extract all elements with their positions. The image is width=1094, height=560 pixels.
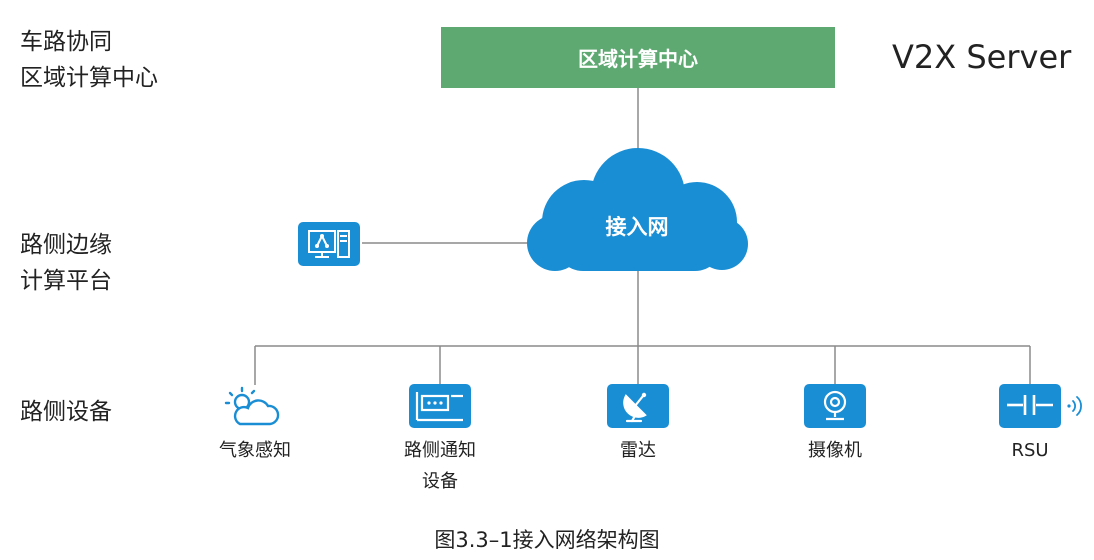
device-label: 雷达 [620,440,656,461]
weather-cloud-sun-icon [220,384,282,428]
camera-icon [804,384,866,428]
device-label: 摄像机 [808,440,862,461]
device-label: 气象感知 [219,440,291,461]
device-label: RSU [1011,440,1049,461]
device-label: 路侧通知 设备 [404,440,476,492]
tier-label-devices: 路侧设备 [20,399,112,425]
figure-caption: 图3.3–1接入网络架构图 [434,528,660,552]
regional-computing-center-box: 区域计算中心 [441,27,835,88]
access-network-cloud [527,148,748,271]
roadside-notice-icon [409,384,471,428]
rsu-icon [999,384,1061,428]
wireless-signal-icon [1066,392,1086,420]
tier-label-center: 车路协同 区域计算中心 [20,29,158,91]
edge-computer-icon [298,222,360,266]
center-box-label: 区域计算中心 [578,47,698,71]
server-label: V2X Server [892,38,1072,76]
tier-label-edge: 路侧边缘 计算平台 [20,232,112,294]
radar-dish-icon [607,384,669,428]
cloud-label: 接入网 [605,215,669,239]
